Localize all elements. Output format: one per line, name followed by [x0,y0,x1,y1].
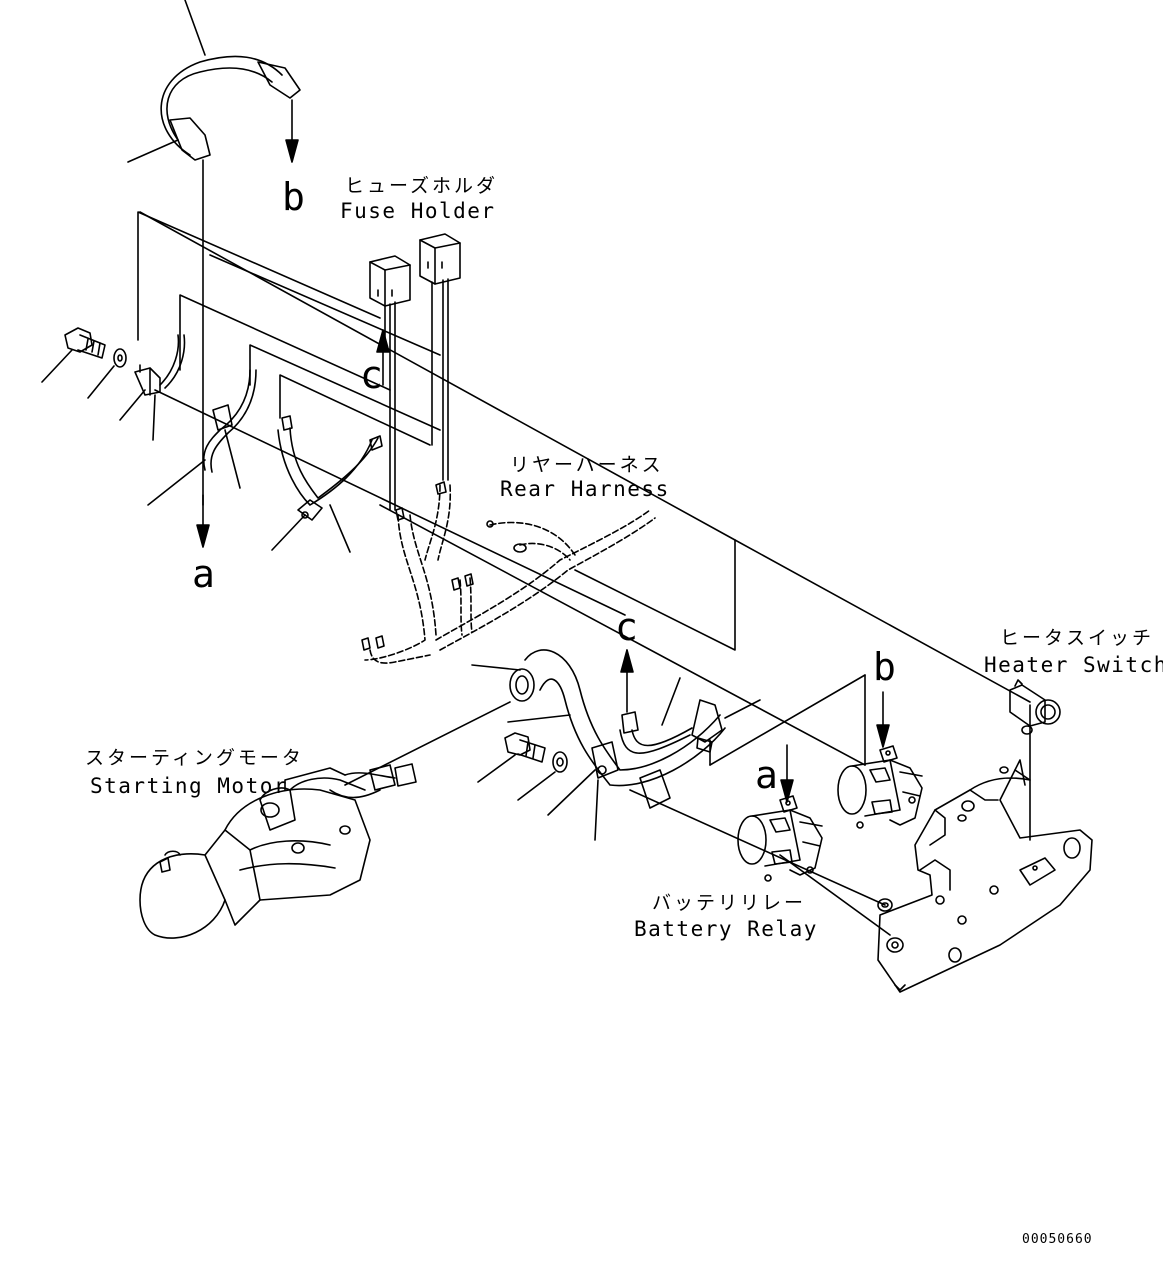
cable-to-a [148,370,256,505]
cable-clamp-left [120,335,184,440]
starting-motor-label-en: Starting Motor [90,774,289,798]
washer-left [88,349,126,398]
connection-letter-b-right: b [873,645,896,689]
fuse-holder-label-jp: ヒューズホルダ [345,175,499,197]
washer-lower [518,752,567,800]
top-cable-loop [128,0,300,505]
heater-switch-label-jp: ヒータスイッチ [1000,627,1155,649]
rear-harness-label-en: Rear Harness [500,477,670,501]
lower-cable-assembly [472,650,760,840]
bolt-lower [478,733,545,782]
battery-relay-label-jp: バッテリリレー [652,892,807,914]
connection-letter-b-top: b [282,175,305,219]
battery-relay-label-en: Battery Relay [634,917,818,941]
battery-relay-b [838,746,922,828]
connection-letter-a-right: a [755,753,778,797]
drawing-number: 00050660 [1022,1232,1093,1247]
starting-motor-label-jp: スターティングモータ [85,747,304,769]
heater-switch [1010,680,1060,734]
connection-letter-c-lower: c [615,605,638,649]
arrow-down-icon [286,100,298,162]
mounting-bracket [878,760,1092,992]
reference-lines [138,212,1030,935]
fuse-holder-right [420,234,460,480]
rear-harness [365,485,655,663]
battery-relay [738,796,822,881]
arrow-down-icon [877,692,889,747]
fuse-holder-label-en: Fuse Holder [340,199,496,223]
arrow-up-icon [621,650,633,712]
starting-motor [140,702,510,938]
y-cable [272,416,382,552]
bolt-left [42,328,105,382]
arrow-up-icon [377,330,389,385]
heater-switch-label-en: Heater Switch [984,653,1163,677]
arrow-down-icon [781,745,793,802]
connection-letter-a-left: a [192,552,215,596]
rear-harness-label-jp: リヤーハーネス [510,454,664,476]
rear-harness-terminals [362,482,526,650]
arrow-down-icon [197,495,209,547]
connection-letter-c-top: c [360,353,383,397]
